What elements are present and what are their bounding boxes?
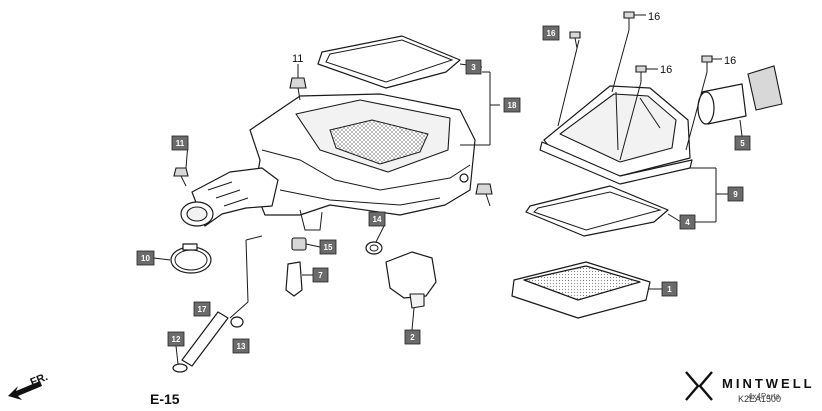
screw-16-a bbox=[623, 11, 635, 30]
screw-16-c bbox=[635, 65, 647, 82]
bolt-11-right bbox=[475, 183, 493, 207]
gasket-3 bbox=[317, 35, 461, 89]
reference-label: E-15 bbox=[150, 391, 180, 407]
svg-text:2: 2 bbox=[410, 333, 415, 342]
intake-tube bbox=[180, 167, 279, 227]
gasket-4 bbox=[525, 185, 669, 237]
svg-text:9: 9 bbox=[733, 190, 738, 199]
callout-17: 17 bbox=[193, 301, 211, 317]
bolt-11-left bbox=[173, 167, 189, 187]
callout-16: 16 bbox=[542, 25, 560, 41]
brand-mark-icon bbox=[685, 371, 713, 401]
front-direction-indicator: FR. bbox=[8, 371, 50, 400]
svg-text:17: 17 bbox=[198, 305, 207, 314]
clip-15 bbox=[291, 237, 307, 251]
label-screw-16-c: 16 bbox=[724, 55, 736, 67]
callout-5: 5 bbox=[734, 135, 751, 151]
callout-14: 14 bbox=[368, 211, 386, 227]
callout-13: 13 bbox=[232, 338, 250, 354]
svg-text:4: 4 bbox=[685, 218, 690, 227]
brand-logo: MINTWELL K2EA1500 4x4Parts bbox=[685, 371, 815, 404]
callout-7: 7 bbox=[312, 267, 329, 283]
callout-9: 9 bbox=[727, 186, 744, 202]
svg-text:11: 11 bbox=[176, 139, 185, 148]
brand-name: MINTWELL bbox=[722, 376, 815, 391]
bolt-11-top bbox=[289, 77, 307, 101]
airflow-sensor-5 bbox=[697, 65, 783, 125]
air-cleaner-case bbox=[249, 93, 476, 231]
diagram-code: K2EA1500 bbox=[738, 394, 781, 404]
screw-16-d bbox=[701, 55, 713, 72]
callout-11: 11 bbox=[171, 135, 189, 151]
drain-cap-7 bbox=[285, 261, 303, 297]
clip-13 bbox=[230, 316, 244, 328]
band-clamp-10 bbox=[170, 243, 212, 274]
screw-16-b bbox=[569, 31, 581, 49]
svg-text:5: 5 bbox=[740, 139, 745, 148]
front-arrow-icon bbox=[8, 381, 42, 400]
svg-text:16: 16 bbox=[547, 29, 556, 38]
svg-text:15: 15 bbox=[324, 243, 333, 252]
resonator-2 bbox=[385, 251, 437, 309]
label-bolt-11: 11 bbox=[292, 53, 303, 65]
svg-text:FR.: FR. bbox=[29, 371, 50, 389]
callout-15: 15 bbox=[319, 239, 337, 255]
air-cleaner-cover bbox=[539, 85, 693, 185]
svg-text:1: 1 bbox=[667, 285, 672, 294]
svg-text:14: 14 bbox=[373, 215, 382, 224]
label-screw-16-b: 16 bbox=[660, 64, 672, 76]
svg-text:18: 18 bbox=[508, 101, 517, 110]
svg-text:12: 12 bbox=[172, 335, 181, 344]
svg-text:7: 7 bbox=[318, 271, 323, 280]
hose-17 bbox=[181, 235, 263, 367]
callout-12: 12 bbox=[167, 331, 185, 347]
clip-14 bbox=[365, 241, 383, 255]
clip-12 bbox=[172, 363, 188, 373]
callout-1: 1 bbox=[661, 281, 678, 297]
callout-3: 3 bbox=[465, 59, 482, 75]
callout-10: 10 bbox=[136, 250, 155, 266]
air-filter-element-1 bbox=[511, 261, 651, 319]
callout-2: 2 bbox=[404, 329, 421, 345]
watermark: 4x4Parts bbox=[748, 392, 780, 401]
callout-4: 4 bbox=[679, 214, 696, 230]
svg-text:13: 13 bbox=[237, 342, 246, 351]
svg-text:10: 10 bbox=[141, 254, 150, 263]
svg-text:3: 3 bbox=[471, 63, 476, 72]
label-screw-16-a: 16 bbox=[648, 11, 660, 23]
callout-18: 18 bbox=[503, 97, 521, 113]
